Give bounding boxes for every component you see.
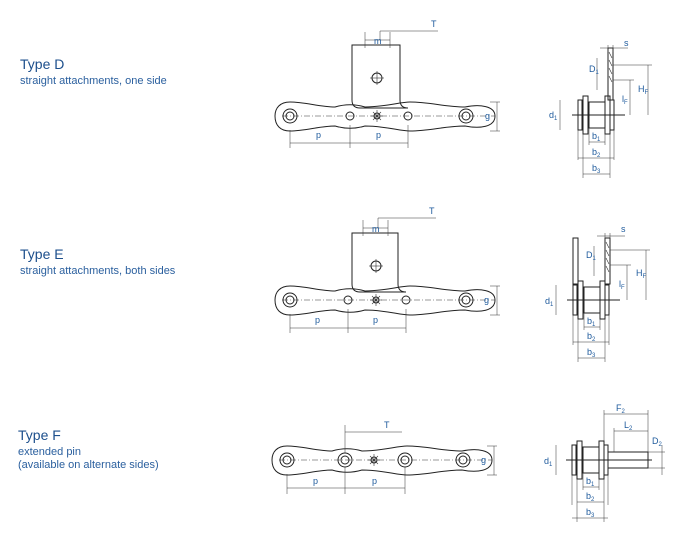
type-e-label-lF: lF — [619, 279, 625, 291]
type-d-label-b1-base: b — [592, 131, 597, 141]
type-f-label-b1-base: b — [586, 476, 591, 486]
type-f-label-F2: F2 — [616, 403, 626, 415]
type-d-label-d1-base: d — [549, 110, 554, 120]
type-e-label-lF-base: l — [619, 279, 621, 289]
type-d-front-view — [559, 45, 652, 178]
type-e-label-HF: HF — [636, 268, 647, 280]
type-d-label-p-2: p — [376, 130, 381, 140]
type-e-label-p-1: p — [315, 315, 320, 325]
type-f-label-d1-sub: 1 — [549, 462, 553, 468]
type-e-label-b1-sub: 1 — [592, 322, 596, 328]
type-e-title: Type E — [20, 246, 64, 262]
type-f-desc-line-2: (available on alternate sides) — [18, 459, 159, 471]
type-e-label-b2-base: b — [587, 331, 592, 341]
type-d-label-lF-base: l — [622, 94, 624, 104]
type-e-label-b2: b2 — [587, 331, 596, 343]
type-e-label-lF-sub: F — [621, 285, 625, 291]
type-d-block: Type D straight attachments, one side — [20, 56, 167, 88]
type-f-label-L2-base: L — [624, 420, 629, 430]
type-f-label-L2-sub: 2 — [629, 426, 633, 432]
type-f-label-d1: d1 — [544, 456, 553, 468]
type-e-label-D1-sub: 1 — [593, 256, 597, 262]
type-e-block: Type E straight attachments, both sides — [20, 246, 175, 278]
type-f-title: Type F — [18, 427, 61, 443]
type-d-label-b3-base: b — [592, 163, 597, 173]
type-e-label-d1-base: d — [545, 296, 550, 306]
type-d-label-D1: D1 — [589, 64, 600, 76]
type-d-label-HF: HF — [638, 84, 649, 96]
type-d-label-s: s — [624, 38, 629, 48]
type-e-chain-side-view — [274, 217, 500, 333]
type-d-label-p-1: p — [316, 130, 321, 140]
type-f-label-b2: b2 — [586, 491, 595, 503]
type-e-label-b2-sub: 2 — [592, 337, 596, 343]
type-f-label-b2-base: b — [586, 491, 591, 501]
type-e-label-d1: d1 — [545, 296, 554, 308]
type-d-label-d1: d1 — [549, 110, 558, 122]
type-f-desc-line-1: extended pin — [18, 446, 81, 458]
type-e-label-b3-sub: 3 — [592, 353, 596, 359]
type-d-label-b2-sub: 2 — [597, 153, 601, 159]
type-e-label-T: T — [429, 206, 435, 216]
type-e-label-HF-base: H — [636, 268, 643, 278]
type-e-label-D1: D1 — [586, 250, 597, 262]
type-d-label-m: m — [374, 36, 382, 46]
type-d-chain-side-view — [274, 30, 500, 148]
type-f-front-view — [555, 410, 665, 522]
type-f-label-b3-sub: 3 — [591, 513, 595, 519]
type-d-label-T: T — [431, 19, 437, 29]
type-e-label-D1-base: D — [586, 250, 593, 260]
type-d-label-d1-sub: 1 — [554, 116, 558, 122]
type-d-label-HF-sub: F — [645, 90, 649, 96]
type-e-label-HF-sub: F — [643, 274, 647, 280]
type-f-label-b1-sub: 1 — [591, 482, 595, 488]
type-e-label-d1-sub: 1 — [550, 302, 554, 308]
type-f-label-p-2: p — [372, 476, 377, 486]
type-d-label-g: g — [485, 111, 490, 121]
type-f-label-b3: b3 — [586, 507, 595, 519]
type-f-chain-side-view — [271, 425, 497, 494]
type-f-description: extended pin (available on alternate sid… — [18, 446, 159, 472]
type-d-label-b3: b3 — [592, 163, 601, 175]
type-e-label-g: g — [484, 295, 489, 305]
type-e-description: straight attachments, both sides — [20, 265, 175, 278]
type-e-label-b3: b3 — [587, 347, 596, 359]
type-e-label-b1-base: b — [587, 316, 592, 326]
type-d-desc-line: straight attachments, one side — [20, 75, 167, 87]
type-d-label-lF: lF — [622, 94, 628, 106]
type-f-label-p-1: p — [313, 476, 318, 486]
type-d-label-D1-base: D — [589, 64, 596, 74]
type-f-label-g: g — [481, 455, 486, 465]
type-e-label-b1: b1 — [587, 316, 596, 328]
type-e-label-p-2: p — [373, 315, 378, 325]
type-e-front-view — [555, 233, 650, 362]
type-f-label-b1: b1 — [586, 476, 595, 488]
type-f-label-F2-sub: 2 — [622, 409, 626, 415]
type-f-label-b3-base: b — [586, 507, 591, 517]
type-d-description: straight attachments, one side — [20, 75, 167, 88]
type-f-label-D2-sub: 2 — [659, 442, 663, 448]
type-d-label-D1-sub: 1 — [596, 70, 600, 76]
type-e-label-s: s — [621, 224, 626, 234]
type-d-label-b2-base: b — [592, 147, 597, 157]
type-f-block: Type F extended pin (available on altern… — [18, 427, 159, 472]
type-d-title: Type D — [20, 56, 65, 72]
type-f-label-T: T — [384, 420, 390, 430]
type-f-label-d1-base: d — [544, 456, 549, 466]
type-f-label-D2: D2 — [652, 436, 663, 448]
type-d-label-HF-base: H — [638, 84, 645, 94]
type-d-label-b1: b1 — [592, 131, 601, 143]
type-e-label-b3-base: b — [587, 347, 592, 357]
type-e-desc-line: straight attachments, both sides — [20, 265, 176, 277]
type-f-label-L2: L2 — [624, 420, 633, 432]
type-f-label-F2-base: F — [616, 403, 622, 413]
type-d-label-b2: b2 — [592, 147, 601, 159]
type-d-label-b1-sub: 1 — [597, 137, 601, 143]
type-d-label-lF-sub: F — [624, 100, 628, 106]
type-d-label-b3-sub: 3 — [597, 169, 601, 175]
type-e-label-m: m — [372, 224, 380, 234]
type-f-label-b2-sub: 2 — [591, 497, 595, 503]
type-f-label-D2-base: D — [652, 436, 659, 446]
